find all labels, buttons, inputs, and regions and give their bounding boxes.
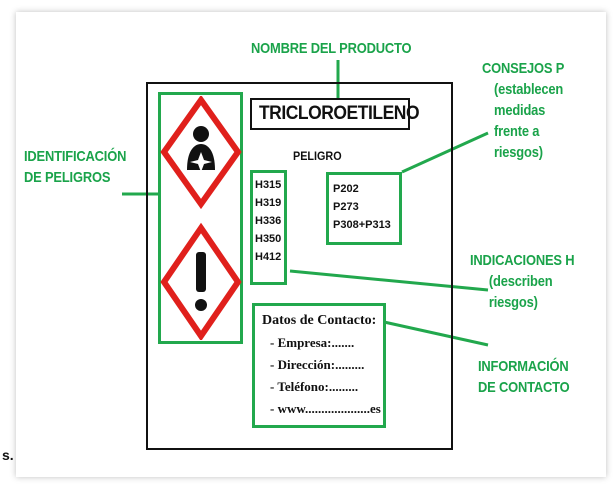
h-code: H350 xyxy=(255,233,282,245)
p-codes-list: P202 P273 P308+P313 xyxy=(333,180,391,234)
label-card xyxy=(146,82,453,450)
connector-indications xyxy=(289,269,489,292)
product-name-label: NOMBRE DEL PRODUCTO xyxy=(251,40,412,57)
p-codes-box xyxy=(326,172,402,245)
p-code: P308+P313 xyxy=(333,219,391,231)
h-code: H336 xyxy=(255,215,282,227)
contact-line: - Empresa:....... xyxy=(270,335,355,350)
contact-line: - Teléfono:......... xyxy=(270,379,359,394)
h-code: H319 xyxy=(255,197,282,209)
contact-details: Datos de Contacto: - Empresa:....... - D… xyxy=(262,310,381,420)
contact-line: - www....................es xyxy=(270,401,381,416)
pictogram-frame xyxy=(158,92,243,344)
stray-text: s. xyxy=(2,447,14,463)
connector-advice xyxy=(401,131,489,174)
health-hazard-icon xyxy=(160,96,242,210)
hazard-identification-label: IDENTIFICACIÓN DE PELIGROS xyxy=(24,148,127,186)
h-code: H315 xyxy=(255,179,282,191)
h-codes-box xyxy=(250,170,287,285)
contact-title: Datos de Contacto: xyxy=(262,313,377,328)
contact-info-label: INFORMACIÓN DE CONTACTO xyxy=(478,358,570,396)
figure-frame xyxy=(16,12,606,477)
contact-box xyxy=(252,303,386,428)
h-codes-list: H315 H319 H336 H350 H412 xyxy=(255,176,281,266)
connector-contact xyxy=(383,320,489,347)
pictogram-column xyxy=(160,96,242,340)
contact-line: - Dirección:......... xyxy=(270,357,365,372)
product-name-box: TRICLOROETILENO xyxy=(250,98,420,130)
p-code: P273 xyxy=(333,201,359,213)
p-code: P202 xyxy=(333,183,359,195)
h-code: H412 xyxy=(255,251,282,263)
exclamation-mark-icon xyxy=(160,222,242,340)
advice-p-label: CONSEJOS P (establecen medidas frente a … xyxy=(482,60,565,161)
indications-h-label: INDICACIONES H (describen riesgos) xyxy=(470,252,575,311)
signal-word: PELIGRO xyxy=(293,149,342,163)
